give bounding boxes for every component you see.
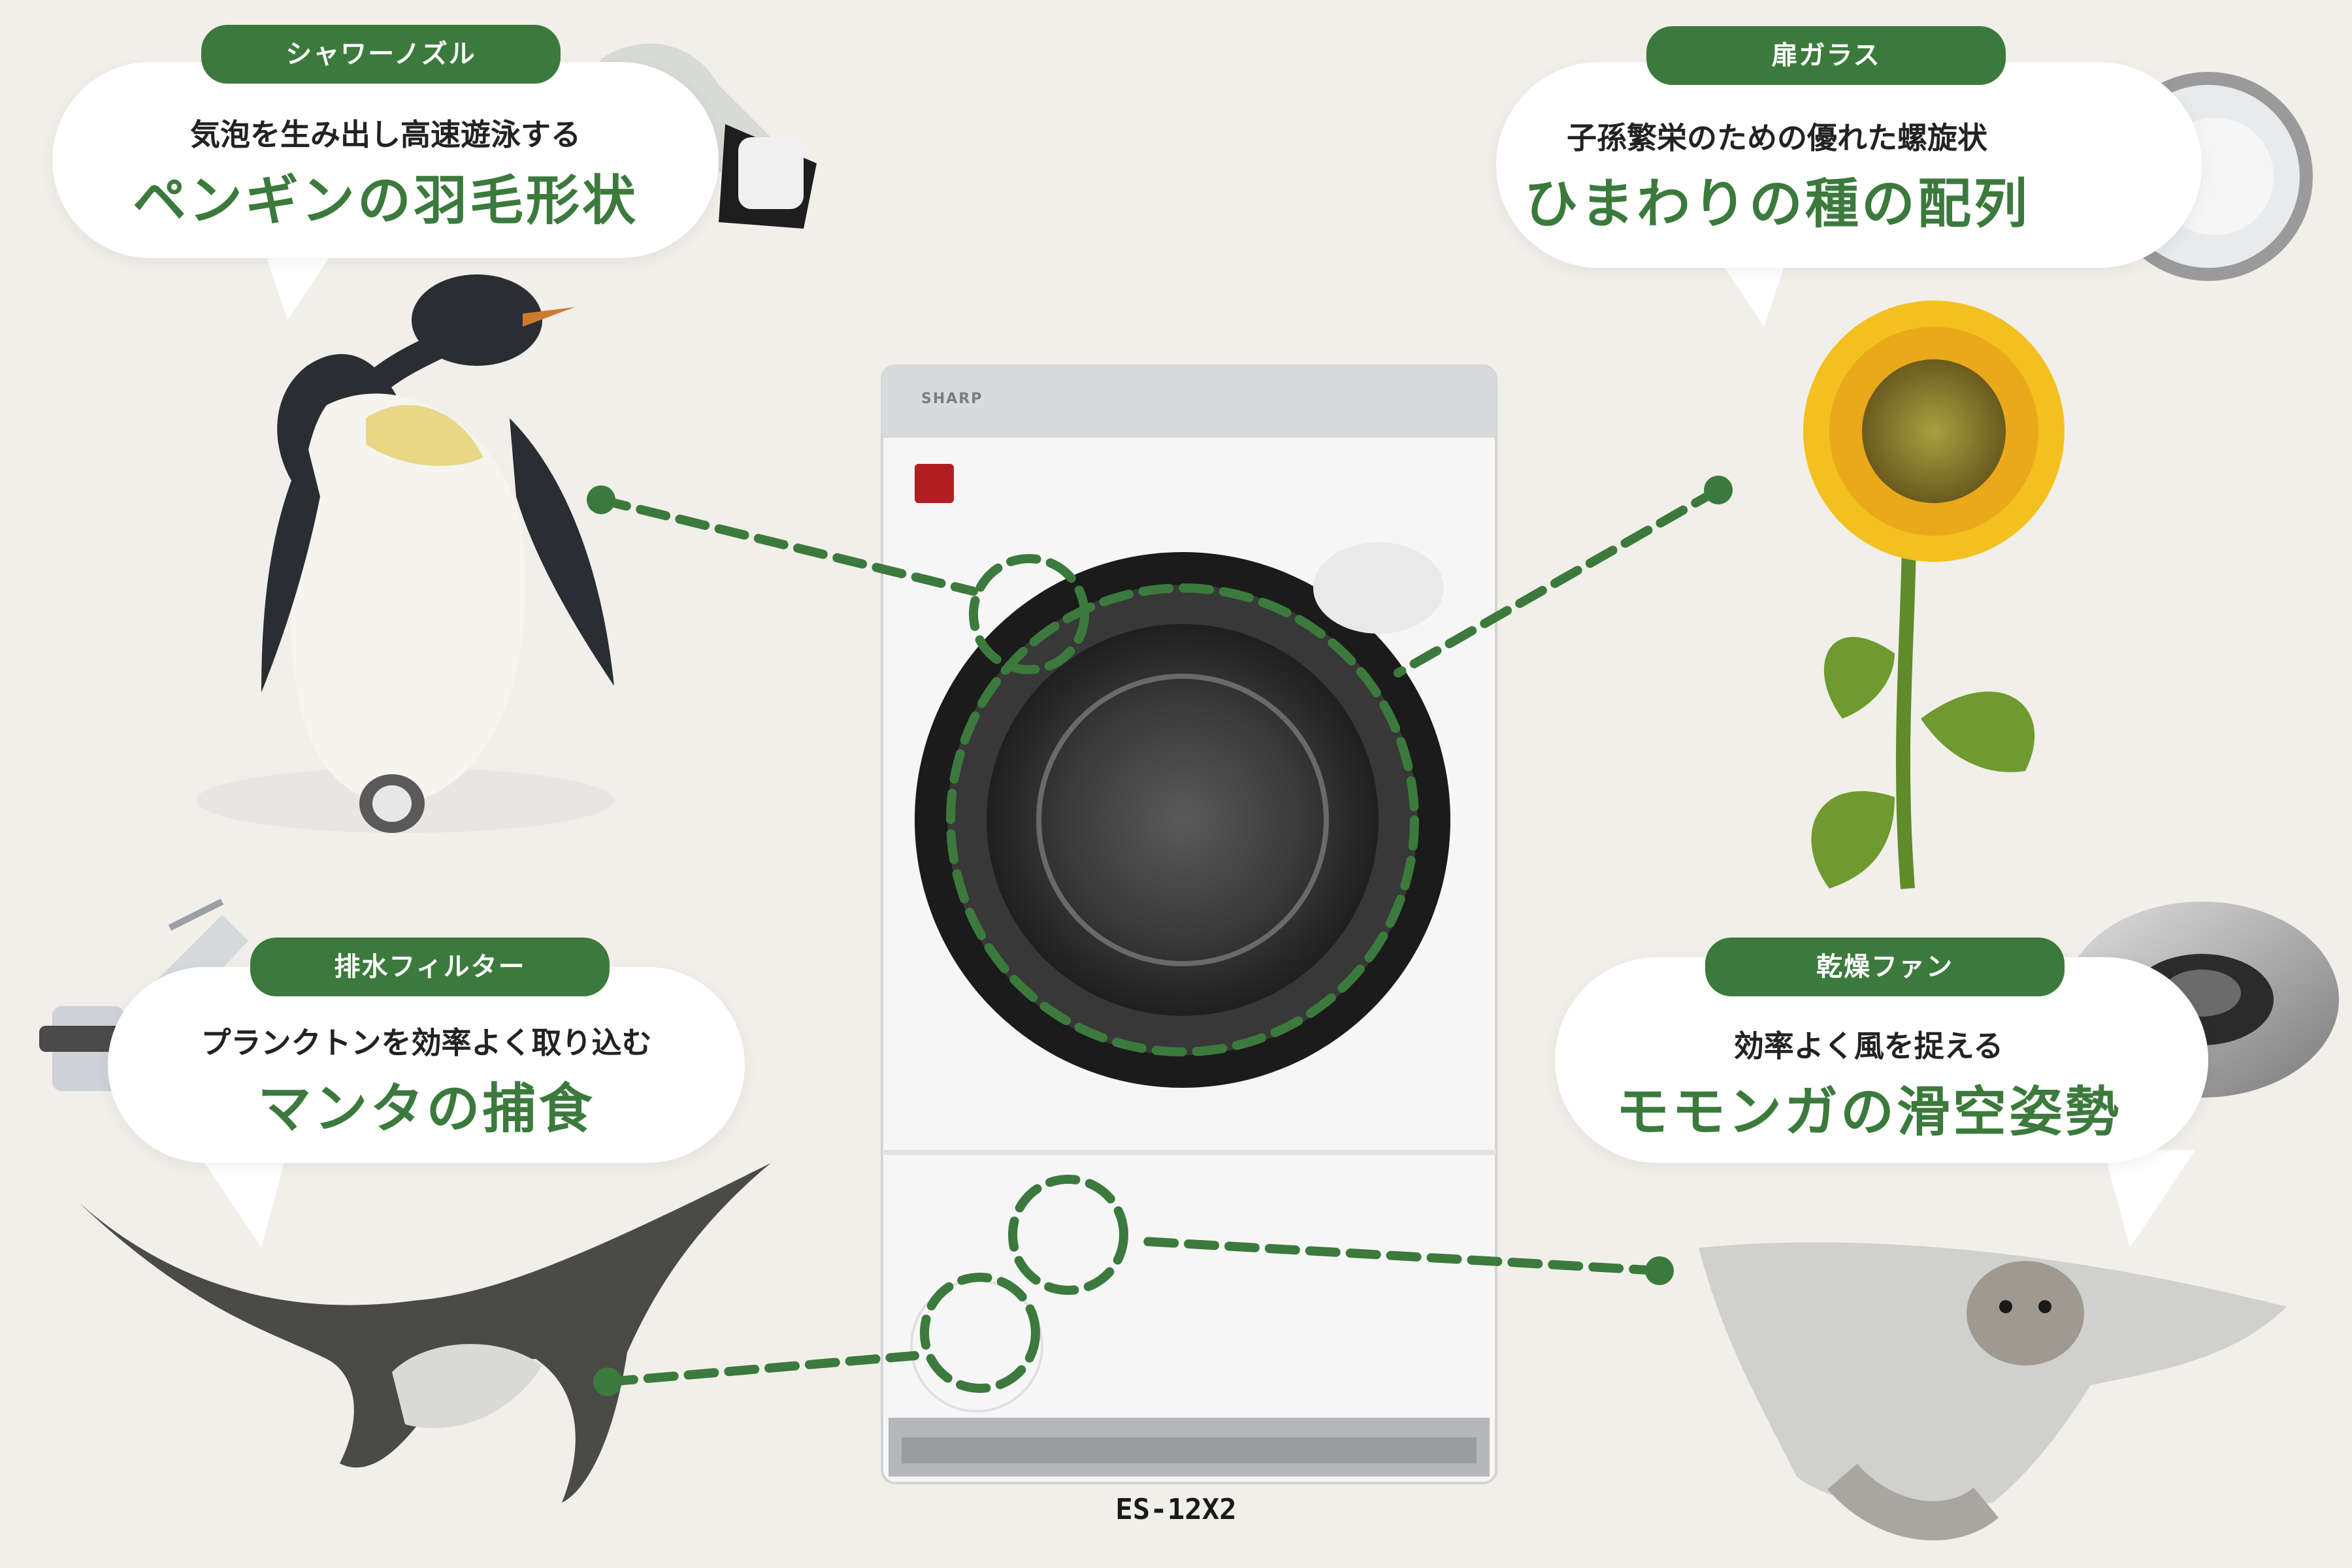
bubble-tail-manta (196, 1150, 287, 1248)
callout-manta: プランクトンを効率よく取り込む マンタの捕食 (108, 967, 745, 1163)
callout-main: ペンギンの羽毛形状 (132, 170, 638, 232)
brand-logo: SHARP (921, 391, 983, 407)
tag-dry-fan: 乾燥ファン (1705, 938, 2065, 996)
callout-main: マンタの捕食 (257, 1078, 595, 1140)
penguin-illustration (196, 274, 614, 833)
sunflower-illustration (1803, 301, 2065, 889)
callout-penguin: 気泡を生み出し高速遊泳する ペンギンの羽毛形状 (52, 62, 719, 258)
manta-illustration (78, 1163, 771, 1503)
leader-dots (587, 476, 1733, 1396)
callout-sub: 効率よく風を捉える (1733, 1028, 2004, 1064)
bubble-tail-sunflower (1712, 248, 1790, 327)
callout-sub: 気泡を生み出し高速遊泳する (190, 117, 581, 152)
flying-squirrel-illustration (1699, 1242, 2287, 1541)
callout-sub: 子孫繁栄のための優れた螺旋状 (1567, 120, 1987, 155)
callout-sunflower: 子孫繁栄のための優れた螺旋状 ひまわりの種の配列 (1496, 62, 2202, 268)
model-number: ES-12X2 (1115, 1493, 1237, 1526)
tag-shower-nozzle: シャワーノズル (201, 25, 561, 84)
tag-drain-filter: 排水フィルター (250, 938, 610, 996)
callout-main: モモンガの滑空姿勢 (1615, 1081, 2121, 1143)
leader-lines (596, 485, 1723, 1393)
callout-main: ひまわりの種の配列 (1524, 173, 2030, 235)
tag-door-glass: 扉ガラス (1646, 26, 2006, 85)
bubble-tail-penguin (261, 242, 340, 320)
bubble-tail-flyingsquirrel (2104, 1150, 2195, 1248)
callout-sub: プランクトンを効率よく取り込む (201, 1025, 652, 1060)
